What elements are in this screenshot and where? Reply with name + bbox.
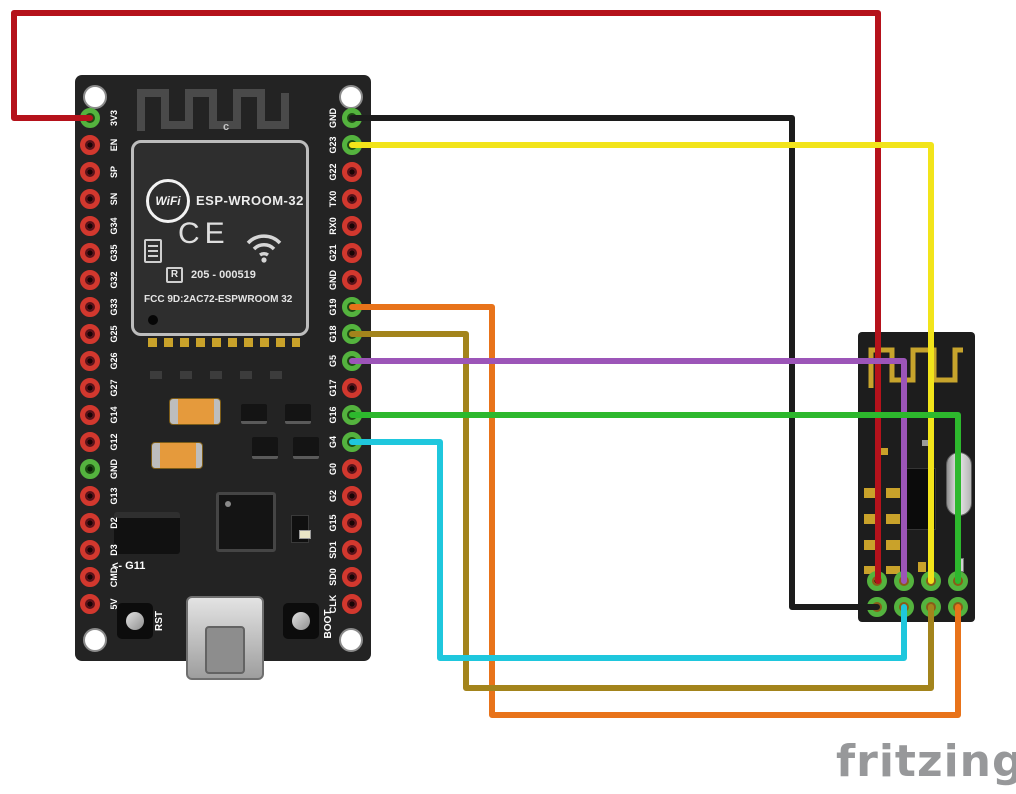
wire-black[interactable] <box>349 115 880 610</box>
gold-pads-row <box>148 338 300 347</box>
wire-cyan[interactable] <box>349 439 907 661</box>
fcc-id-label: FCC 9D:2AC72-ESPWROOM 32 <box>144 294 293 305</box>
esp32-board[interactable]: c WiFi ESP-WROOM-32 CE R 205 - 000519 FC… <box>75 75 371 680</box>
boot-button-label: BOOT <box>323 609 334 639</box>
voltage-regulator <box>114 512 180 554</box>
solder-pads-column <box>864 488 878 574</box>
mounting-hole <box>83 85 107 109</box>
mounting-hole <box>339 628 363 652</box>
nrf24l01-module[interactable] <box>858 332 975 622</box>
mounting-hole <box>339 85 363 109</box>
micro-usb-connector <box>186 596 264 680</box>
rst-button-label: RST <box>154 611 165 631</box>
wifi-signal-icon <box>246 234 282 263</box>
gpio-note-label: <- G11 <box>112 560 146 572</box>
pcb-dot <box>148 315 158 325</box>
nrf24-antenna-trace <box>868 347 963 388</box>
crystal-oscillator <box>946 452 972 516</box>
led <box>299 530 311 539</box>
mounting-hole <box>83 628 107 652</box>
esp-wroom-32-shield: WiFi ESP-WROOM-32 CE R 205 - 000519 FCC … <box>131 140 309 336</box>
wire-yellow[interactable] <box>349 142 934 584</box>
solder-pads-column <box>886 488 900 574</box>
nrf24-radio-chip <box>904 468 936 530</box>
capacitor <box>151 442 203 469</box>
smd-component <box>922 440 931 446</box>
certification-icon <box>144 239 162 263</box>
transistor <box>285 404 311 424</box>
esp32-antenna-trace <box>137 89 289 131</box>
boot-button[interactable] <box>283 603 319 639</box>
smd-components-row <box>150 371 300 379</box>
antenna-label: c <box>223 121 230 133</box>
module-name-label: ESP-WROOM-32 <box>196 193 304 208</box>
transistor <box>252 437 278 459</box>
wire-dark-yellow[interactable] <box>349 331 934 691</box>
wifi-logo-text: WiFi <box>155 194 181 208</box>
transistor <box>241 404 267 424</box>
registered-mark: R <box>166 267 183 283</box>
fritzing-watermark: fritzing <box>836 736 1016 787</box>
usb-opening <box>205 626 245 674</box>
transistor <box>293 437 319 459</box>
smd-component <box>918 562 926 572</box>
usb-uart-chip <box>216 492 276 552</box>
smd-component <box>956 558 964 572</box>
wire-purple[interactable] <box>349 358 907 584</box>
model-number-label: 205 - 000519 <box>191 269 256 281</box>
ce-mark: CE <box>178 217 230 250</box>
smd-component <box>876 448 888 455</box>
capacitor <box>169 398 221 425</box>
rst-button[interactable] <box>117 603 153 639</box>
